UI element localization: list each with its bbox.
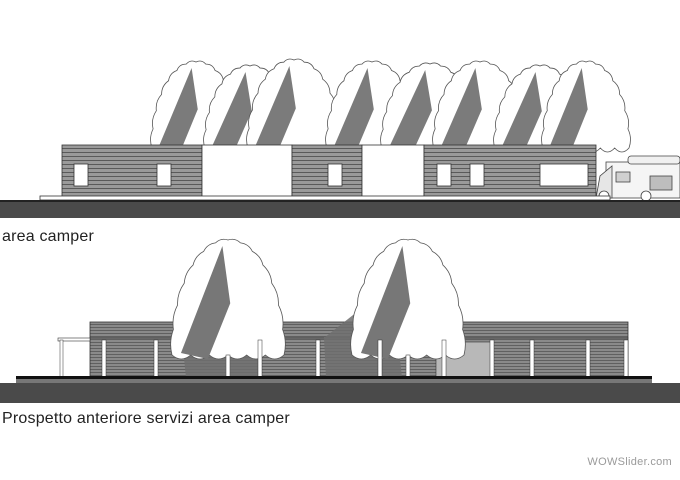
column [315,339,321,379]
column [153,339,159,379]
column [377,339,383,379]
window [469,163,485,187]
window [327,163,343,187]
tree-shadow [212,72,252,152]
camper-vehicle [595,155,680,202]
bottom-elevation [0,238,680,403]
tree-shadow [334,68,374,152]
tree-shadow [502,72,542,152]
column [489,339,495,379]
window [156,163,172,187]
column [257,339,263,379]
window [73,163,89,187]
watermark: WOWSlider.com [587,456,672,468]
facade-columns [101,339,629,379]
column [623,339,629,379]
top-building [61,144,597,198]
column [441,339,447,379]
bottom-caption: Prospetto anteriore servizi area camper [2,410,290,427]
top-elevation [0,58,680,218]
tree-shadow [549,68,588,152]
tree-shadow [159,68,198,152]
tree-shadow [389,70,432,152]
tree-shadow [441,68,482,152]
column [529,339,535,379]
tree-shadow [360,246,411,359]
top-ground [0,202,680,218]
bottom-tree-row [170,238,466,385]
tree-shadow [180,246,231,359]
window [539,163,589,187]
top-tree-row [150,58,631,153]
bottom-ground [0,383,680,403]
window [436,163,452,187]
tree-shadow [255,66,296,152]
column [585,339,591,379]
top-caption: area camper [2,228,95,245]
column [101,339,107,379]
